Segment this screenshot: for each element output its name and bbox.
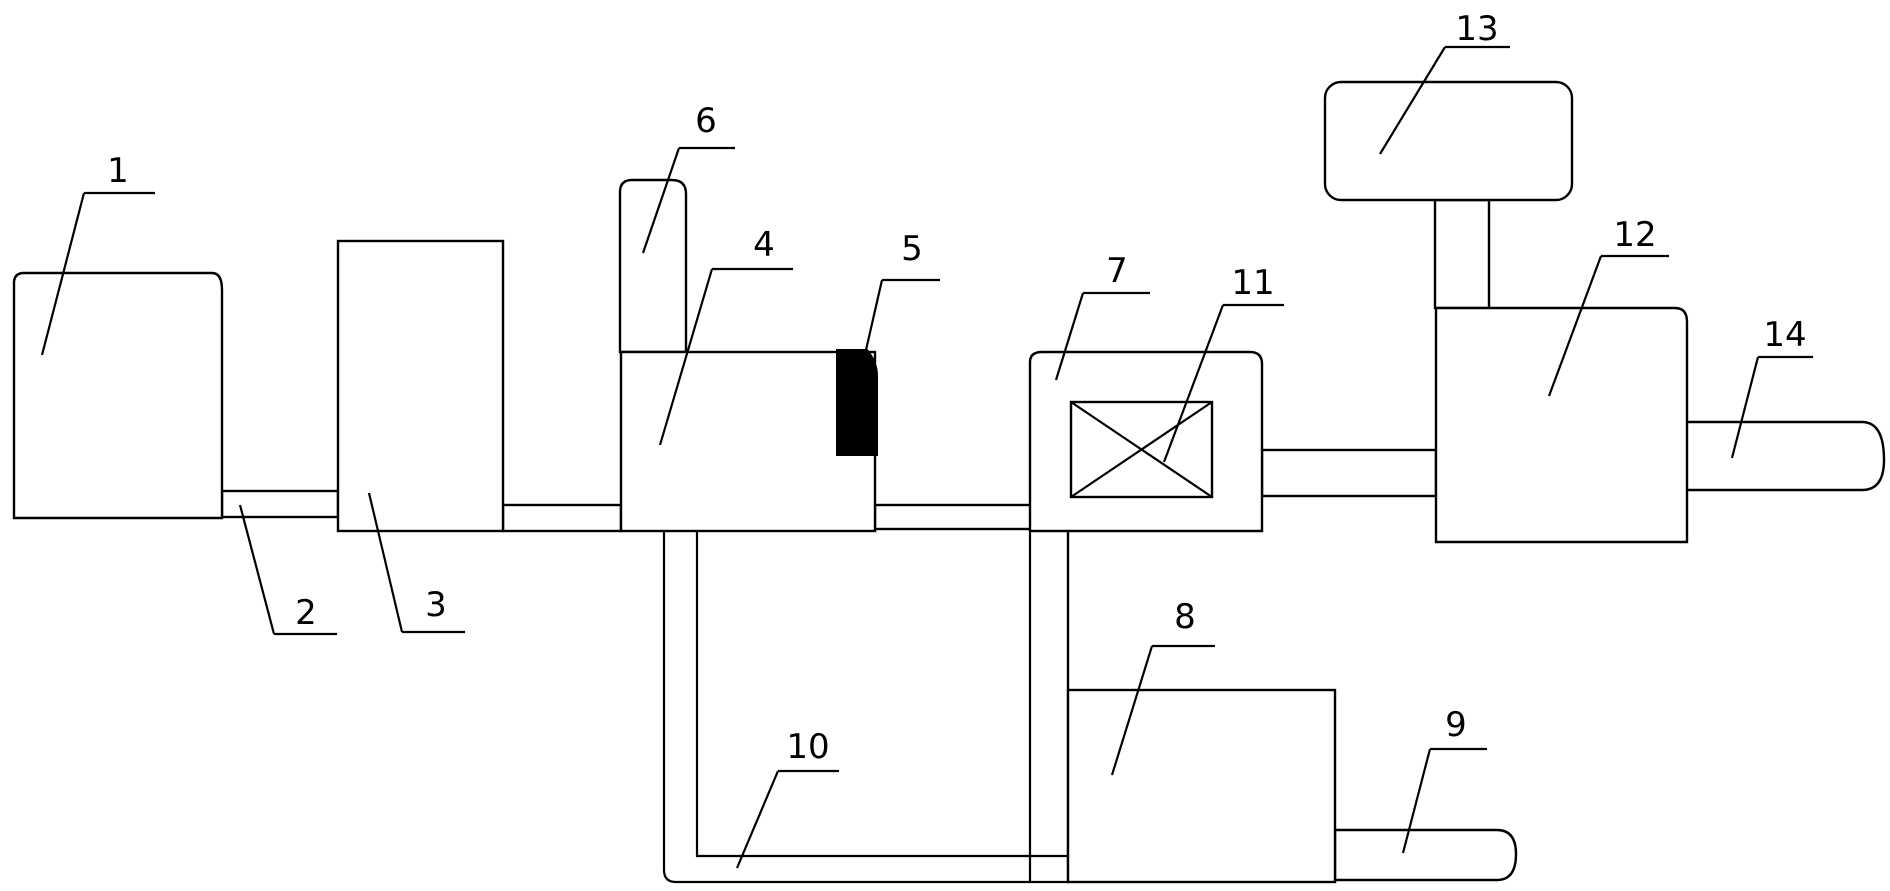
vent-tube-6 [618, 178, 688, 354]
pipe-3-4 [501, 503, 623, 533]
label-13: 13 [1455, 9, 1498, 49]
leader-7 [1054, 292, 1085, 381]
component-1 [12, 271, 224, 520]
leader-5 [864, 279, 884, 351]
label-9: 9 [1445, 705, 1467, 745]
leader-lines [40, 45, 1813, 869]
pipe-2 [220, 489, 340, 519]
return-pipe-10 [662, 530, 1070, 884]
component-8 [1066, 688, 1337, 884]
leader-11 [1162, 304, 1225, 463]
label-14: 14 [1763, 315, 1806, 355]
component-labels: 1 2 3 4 5 6 7 8 9 10 11 12 13 14 [107, 9, 1806, 767]
leader-10 [735, 770, 780, 869]
leader-4 [658, 268, 714, 446]
leader-2 [238, 504, 276, 635]
label-4: 4 [753, 225, 775, 265]
label-1: 1 [107, 151, 129, 191]
leader-8 [1110, 645, 1154, 776]
leader-9 [1401, 748, 1432, 854]
leader-6 [641, 147, 681, 254]
outlet-pipe-14 [1683, 420, 1886, 492]
return-pipe-10-inner [695, 530, 1068, 858]
label-7: 7 [1106, 251, 1128, 291]
label-11: 11 [1231, 263, 1274, 303]
leader-14 [1730, 356, 1760, 459]
leader-3 [367, 492, 404, 633]
filter-11-cross-b [1070, 401, 1213, 498]
label-6: 6 [695, 101, 717, 141]
pipe-4-7 [873, 503, 1033, 531]
outlet-pipe-9 [1333, 828, 1518, 882]
component-5 [836, 349, 878, 456]
component-12 [1434, 306, 1689, 544]
label-12: 12 [1613, 215, 1656, 255]
leader-13 [1379, 46, 1446, 155]
component-4 [619, 350, 877, 533]
leader-12 [1547, 255, 1603, 397]
component-13 [1323, 80, 1574, 202]
leader-1 [40, 192, 86, 356]
label-2: 2 [295, 593, 317, 633]
pipe-7-12 [1260, 448, 1438, 498]
pipe-13-12 [1433, 198, 1491, 310]
component-3 [336, 239, 505, 533]
label-3: 3 [425, 585, 447, 625]
label-8: 8 [1174, 597, 1196, 637]
label-5: 5 [901, 229, 923, 269]
label-10: 10 [786, 727, 829, 767]
